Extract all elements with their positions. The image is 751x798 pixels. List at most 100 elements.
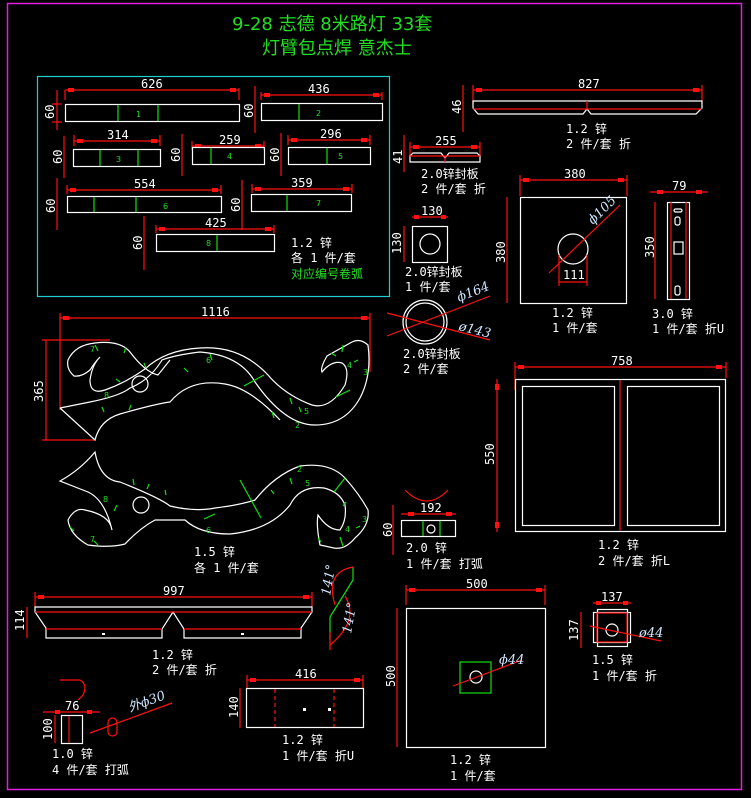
strip-8-height: 60 xyxy=(131,236,145,250)
upper-mark-2: 2 xyxy=(295,421,300,430)
ring-note-qty: 2 件/套 xyxy=(403,362,449,376)
strip-7-length: 359 xyxy=(291,176,313,190)
strip-3-height: 60 xyxy=(51,150,65,164)
strip-4-outline xyxy=(191,146,266,166)
small-strip-height: 100 xyxy=(41,718,55,740)
strips-group: 626 1 60 436 2 60 314 xyxy=(36,75,391,298)
lower-mark-7: 7 xyxy=(90,535,95,544)
strip-6-outline xyxy=(66,195,223,214)
strip-5-length: 296 xyxy=(320,127,342,141)
base-plate-hole: ϕ44 xyxy=(499,653,524,668)
lower-mark-2: 2 xyxy=(297,465,302,474)
strip-3-outline xyxy=(72,148,162,168)
small-plate-height: 137 xyxy=(567,619,581,641)
strip-3-length: 314 xyxy=(107,128,129,142)
ring-outer-dia: ϕ164 xyxy=(455,279,492,306)
part-scroll-arm: 1116 365 7 8 6 5 2 4 3 xyxy=(32,305,371,442)
lower-mark-4: 4 xyxy=(345,525,350,534)
u-plate-height: 140 xyxy=(227,696,241,718)
part-arc-strip: 192 60 2.0 锌 1 件/套 打弧 xyxy=(381,489,483,571)
arc-strip-height: 60 xyxy=(381,523,395,537)
strip-5-number: 5 xyxy=(338,152,343,161)
upper-mark-5: 5 xyxy=(304,407,309,416)
seal-square-note-qty: 1 件/套 xyxy=(405,280,451,294)
part-scroll-arm-lower: 8 7 6 2 5 4 3 1.5 锌 各 1 件/套 xyxy=(58,450,369,575)
angle-2: 141° xyxy=(340,601,360,634)
part-trapezoid: 997 114 1.2 锌 2 件/套 折 xyxy=(13,584,313,677)
part-u-plate: 416 140 1.2 锌 1 件/套 折U xyxy=(227,667,365,763)
strip-8-number: 8 xyxy=(206,239,211,248)
small-plate-hole: ø44 xyxy=(638,626,663,641)
square-plate-note-qty: 1 件/套 xyxy=(552,321,598,335)
strip-8: 425 8 60 xyxy=(131,216,276,270)
part-angle-detail: 141° 141° xyxy=(319,563,360,650)
ring-inner-dia: ø143 xyxy=(456,319,492,342)
seal-square-note-material: 2.0锌封板 xyxy=(405,265,463,279)
part-small-strip: 76 100 外ϕ30 1.0 锌 4 件/套 打弧 xyxy=(41,679,173,777)
box-panel-height: 550 xyxy=(483,443,497,465)
trapezoid-height: 114 xyxy=(13,609,27,631)
part-box-panel: 758 550 1.2 锌 2 件/套 折L xyxy=(483,354,727,568)
strip-7-height: 60 xyxy=(229,198,243,212)
lower-mark-8: 8 xyxy=(103,495,108,504)
small-bar-note-material: 2.0锌封板 xyxy=(421,167,479,181)
strip-6-length: 554 xyxy=(134,177,156,191)
scroll-arm-width: 1116 xyxy=(201,305,230,319)
strip-5-height: 60 xyxy=(268,148,282,162)
lower-mark-5: 5 xyxy=(305,479,310,488)
small-plate-note-material: 1.5 锌 xyxy=(592,653,633,667)
top-bar-width: 827 xyxy=(578,77,600,91)
trapezoid-note-material: 1.2 锌 xyxy=(152,648,193,662)
base-plate-note-qty: 1 件/套 xyxy=(450,769,496,783)
strip-1-length: 626 xyxy=(141,77,163,91)
square-plate-note-material: 1.2 锌 xyxy=(552,306,593,320)
scroll-arm-note-material: 1.5 锌 xyxy=(194,545,235,559)
part-base-plate: 500 500 ϕ44 1.2 锌 1 件/套 xyxy=(384,577,547,783)
part-seal-square: 130 130 2.0锌封板 1 件/套 xyxy=(390,204,463,294)
square-plate-inner: 111 xyxy=(563,268,585,282)
strips-note-qty: 各 1 件/套 xyxy=(291,250,356,265)
lower-mark-6: 6 xyxy=(206,526,211,535)
strip-6: 554 6 60 xyxy=(44,177,223,230)
u-plate-width: 416 xyxy=(295,667,317,681)
strip-7: 359 7 60 xyxy=(229,176,353,230)
channel-note-qty: 1 件/套 折U xyxy=(652,321,724,336)
small-strip-width: 76 xyxy=(65,699,79,713)
small-bar-note-qty: 2 件/套 折 xyxy=(421,181,486,196)
scroll-arm-note-qty: 各 1 件/套 xyxy=(194,560,259,575)
strip-7-outline xyxy=(250,193,353,213)
small-strip-note-qty: 4 件/套 打弧 xyxy=(52,763,129,777)
part-small-bar: 255 41 2.0锌封板 2 件/套 折 xyxy=(391,134,486,196)
seal-square-height: 130 xyxy=(390,232,404,254)
strips-note-material: 1.2 锌 xyxy=(291,236,332,250)
strips-note-green: 对应编号卷弧 xyxy=(291,266,363,281)
drawing-frame xyxy=(6,2,743,791)
strip-3: 314 3 60 xyxy=(51,128,162,178)
angle-1: 141° xyxy=(319,563,339,596)
strip-4-length: 259 xyxy=(219,133,241,147)
upper-mark-8: 8 xyxy=(104,391,109,400)
small-plate-width: 137 xyxy=(601,590,623,604)
top-bar-note-material: 1.2 锌 xyxy=(566,122,607,136)
ring-note-material: 2.0锌封板 xyxy=(403,347,461,361)
strips-group-box xyxy=(36,75,391,298)
strip-2-number: 2 xyxy=(316,109,321,118)
strip-2-length: 436 xyxy=(308,82,330,96)
base-plate-width: 500 xyxy=(466,577,488,591)
strip-1: 626 1 60 xyxy=(43,77,241,130)
strip-7-number: 7 xyxy=(316,199,321,208)
base-plate-height: 500 xyxy=(384,665,398,687)
square-plate-width: 380 xyxy=(564,167,586,181)
part-square-plate: 380 111 ϕ105 380 1.2 锌 1 件/套 xyxy=(494,167,628,335)
trapezoid-width: 997 xyxy=(163,584,185,598)
upper-mark-6: 6 xyxy=(206,356,211,365)
strip-3-number: 3 xyxy=(116,155,121,164)
box-panel-note-qty: 2 件/套 折L xyxy=(598,553,670,568)
arc-strip-width: 192 xyxy=(420,501,442,515)
small-bar-width: 255 xyxy=(435,134,457,148)
strip-2: 436 2 60 xyxy=(242,82,384,133)
strip-4: 259 4 60 xyxy=(169,133,266,176)
strip-8-outline xyxy=(155,233,276,253)
part-top-bar: 827 46 1.2 锌 2 件/套 折 xyxy=(450,77,703,151)
